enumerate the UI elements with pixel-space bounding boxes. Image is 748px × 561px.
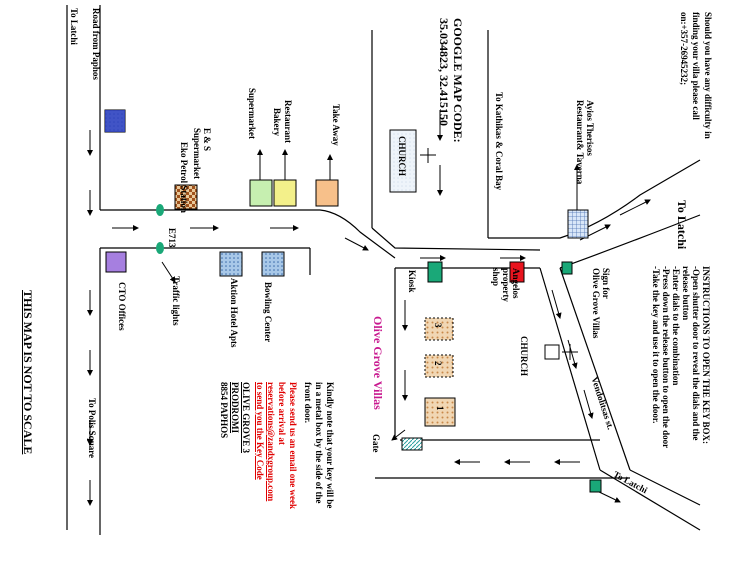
e713-label: E713 bbox=[167, 228, 177, 248]
villa-1-marker bbox=[424, 397, 456, 427]
email-link[interactable]: reservations@zandxgroup.com bbox=[266, 382, 276, 502]
gate-label: Gate bbox=[371, 434, 381, 453]
olive-grove-label: Olive Grove Villas bbox=[371, 316, 385, 410]
scale-note: THIS MAP IS NOT TO SCALE bbox=[21, 290, 35, 455]
email-note-line-2: before arrival at bbox=[277, 382, 287, 445]
church-bottom-label: CHURCH bbox=[519, 336, 529, 376]
road-lines bbox=[66, 5, 701, 535]
sign-marker bbox=[561, 261, 573, 275]
traffic-light-icon bbox=[156, 204, 164, 216]
cto-offices-marker bbox=[105, 251, 127, 273]
sign-label-2: Olive Grove Villas bbox=[591, 268, 601, 339]
cto-label: CTO Offices bbox=[117, 282, 127, 331]
traffic-lights-label: Traffic lights bbox=[171, 276, 181, 326]
supermarket-marker bbox=[249, 179, 273, 207]
instructions-line-3: -Enter dials to the combination bbox=[671, 266, 681, 386]
eko-label: Eko Petrol Station bbox=[179, 142, 189, 213]
contact-line-1: Should you have any difficulty in bbox=[703, 12, 713, 139]
email-note-line-4: to send you the Key Code bbox=[255, 382, 265, 480]
address-line-2: PRODROMI bbox=[230, 382, 240, 433]
restaurant-label: Restaurant bbox=[283, 100, 293, 143]
es-label-2: Supermarket bbox=[192, 128, 202, 179]
contact-phone: on:+357-26945232; bbox=[679, 12, 689, 86]
google-map-code-label: GOOGLE MAP CODE: bbox=[451, 18, 465, 143]
aktion-label: Aktion Hotel Apts bbox=[229, 278, 239, 348]
instructions-title: INSTRUCTIONS TO OPEN THE KEY BOX: bbox=[701, 266, 711, 444]
sign-label-1: Sign for bbox=[601, 268, 611, 299]
instructions-line-4: -Press down the release button to open t… bbox=[661, 266, 671, 449]
kiosk-label: Kiosk bbox=[407, 270, 417, 293]
es-supermarket-marker bbox=[174, 184, 198, 210]
instructions-line-2: release button bbox=[681, 266, 691, 321]
ayios-label-1: Ayios Therisos bbox=[585, 100, 595, 156]
bakery-marker bbox=[273, 179, 297, 207]
address-line-1: OLIVE GROVE 3 bbox=[241, 382, 251, 454]
to-kathikas-label: To Kathikas & Coral Bay bbox=[494, 92, 504, 191]
address-line-3: 8854 PAPHOS bbox=[219, 382, 229, 439]
aktion-hotel-marker bbox=[219, 251, 243, 277]
villa-2-marker bbox=[424, 354, 454, 378]
ayios-therisos-marker bbox=[567, 209, 589, 239]
angelos-label-1: Angelos bbox=[511, 268, 521, 299]
villa-3-label: 3 bbox=[433, 323, 443, 328]
bowling-center-marker bbox=[261, 251, 285, 277]
instructions-line-5: -Take the key and use it to open the doo… bbox=[651, 266, 661, 424]
take-away-label: Take Away bbox=[331, 104, 341, 146]
angelos-property-shop-marker bbox=[509, 261, 525, 283]
road-from-paphos-label: Road from Paphos bbox=[91, 8, 101, 80]
take-away-marker bbox=[315, 179, 339, 207]
key-note-line-2: in a metal box by the side of the bbox=[314, 382, 324, 504]
angelos-label-2: property bbox=[501, 268, 511, 302]
instructions-line-1: -Open shutter door to reveal the dials a… bbox=[691, 266, 701, 441]
to-polis-square-label: To Polis Square bbox=[87, 398, 97, 459]
bakery-label: Bakery bbox=[272, 108, 282, 136]
church-bottom-marker bbox=[544, 344, 560, 360]
villa-3-marker bbox=[424, 317, 454, 341]
to-latchi-top-label: To Latchi bbox=[69, 8, 79, 45]
supermarket-label: Supermarket bbox=[247, 88, 257, 139]
kiosk-marker bbox=[427, 261, 443, 283]
traffic-light-icon bbox=[156, 242, 164, 254]
email-note-line-1: Please send us an email one week bbox=[288, 382, 298, 509]
gate-marker bbox=[401, 437, 423, 451]
angelos-label-3: shop bbox=[491, 268, 501, 287]
label-pointers bbox=[161, 149, 580, 283]
ayios-label-2: Restaurant& Taverna bbox=[575, 100, 585, 185]
to-latchi-right-label: To Latchi bbox=[675, 200, 689, 250]
es-label-1: E & S bbox=[202, 128, 212, 152]
key-note-line-3: front door. bbox=[303, 382, 313, 424]
google-map-code: 35.034823, 32.415150 bbox=[437, 18, 451, 126]
contact-line-2: finding your villa please call bbox=[691, 12, 701, 120]
church-top-marker bbox=[389, 129, 417, 193]
latchi-sign-marker bbox=[589, 479, 602, 493]
key-note-line-1: Kindly note that your key will be bbox=[325, 382, 335, 509]
villa-1-label: 1 bbox=[435, 406, 445, 411]
bowling-label: Bowling Center bbox=[263, 282, 273, 343]
direction-arrows bbox=[87, 110, 651, 506]
church-top-label: CHURCH bbox=[397, 136, 407, 176]
villa-2-label: 2 bbox=[433, 361, 443, 366]
